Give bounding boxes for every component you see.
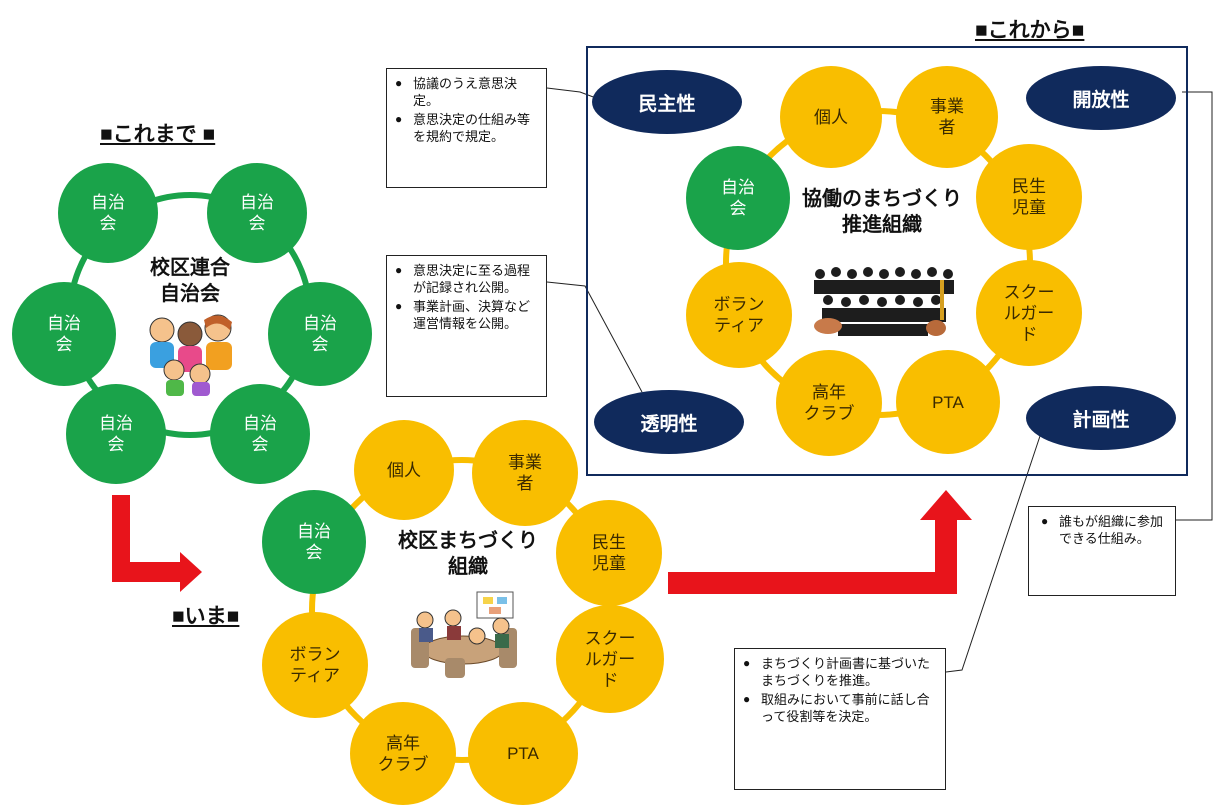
past-node-jichikai-4: 自治 会	[268, 282, 372, 386]
future-node-kojin: 個人	[780, 66, 882, 168]
future-node-konen: 高年 クラブ	[776, 350, 882, 456]
present-center-label: 校区まちづくり 組織	[398, 530, 538, 578]
past-node-jichikai-6: 自治 会	[210, 384, 310, 484]
meeting-illustration	[411, 591, 517, 678]
future-node-jigyosha: 事業 者	[896, 66, 998, 168]
note-planning-item-1: まちづくり計画書に基づいたまちづくりを推進。	[743, 655, 939, 689]
callout-transparency-line	[546, 281, 643, 393]
future-center-label: 協働のまちづくり 推進組織	[802, 188, 962, 236]
present-node-minsei: 民生 児童	[556, 500, 662, 606]
note-transparency-item-1: 意思決定に至る過程が記録され公開。	[395, 262, 540, 296]
present-node-pta: PTA	[468, 702, 578, 805]
past-node-jichikai-5: 自治 会	[66, 384, 166, 484]
present-node-school-guard: スクー ルガー ド	[556, 605, 664, 713]
future-node-jichikai: 自治 会	[686, 146, 790, 250]
note-planning-item-2: 取組みにおいて事前に話し合って役割等を決定。	[743, 691, 939, 725]
note-transparency: 意思決定に至る過程が記録され公開。 事業計画、決算など運営情報を公開。	[386, 255, 547, 397]
present-node-jigyosha: 事業 者	[472, 420, 578, 526]
future-node-volunteer: ボラン ティア	[686, 262, 792, 368]
people-illustration	[149, 314, 232, 396]
callout-openness-line	[1176, 91, 1213, 521]
principle-transparency: 透明性	[594, 390, 744, 454]
principle-democracy: 民主性	[592, 70, 742, 134]
present-node-kojin: 個人	[354, 420, 454, 520]
note-openness: 誰もが組織に参加できる仕組み。	[1028, 506, 1176, 596]
past-heading: ■これまで ■	[100, 123, 216, 146]
note-planning: まちづくり計画書に基づいたまちづくりを推進。 取組みにおいて事前に話し合って役割…	[734, 648, 946, 790]
past-node-jichikai-3: 自治 会	[12, 282, 116, 386]
future-node-school-guard: スクー ルガー ド	[976, 260, 1082, 366]
callout-planning-line	[945, 435, 1041, 673]
future-heading: ■これから■	[975, 19, 1085, 42]
past-center-label: 校区連合 自治会	[150, 257, 230, 305]
principle-openness: 開放性	[1026, 66, 1176, 130]
arrow-to-future	[668, 490, 972, 594]
future-node-minsei: 民生 児童	[976, 144, 1082, 250]
arrow-to-present	[112, 495, 202, 592]
note-democracy-item-2: 意思決定の仕組み等を規約で規定。	[395, 111, 540, 145]
future-node-pta: PTA	[896, 350, 1000, 454]
present-node-konen: 高年 クラブ	[350, 702, 456, 805]
note-openness-item-1: 誰もが組織に参加できる仕組み。	[1041, 513, 1165, 547]
note-democracy-item-1: 協議のうえ意思決定。	[395, 75, 540, 109]
future-frame	[586, 46, 1188, 476]
present-heading: ■いま■	[172, 605, 240, 628]
past-node-jichikai-2: 自治 会	[207, 163, 307, 263]
present-node-jichikai: 自治 会	[262, 490, 366, 594]
orchestra-illustration	[808, 260, 958, 340]
note-democracy: 協議のうえ意思決定。 意思決定の仕組み等を規約で規定。	[386, 68, 547, 188]
principle-planning: 計画性	[1026, 386, 1176, 450]
present-node-volunteer: ボラン ティア	[262, 612, 368, 718]
past-node-jichikai-1: 自治 会	[58, 163, 158, 263]
note-transparency-item-2: 事業計画、決算など運営情報を公開。	[395, 298, 540, 332]
